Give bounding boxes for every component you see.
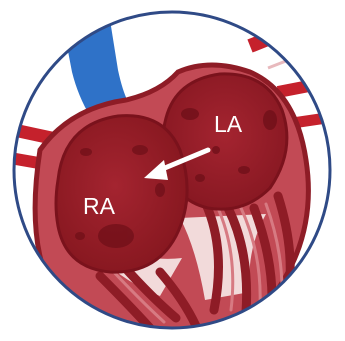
- left-atrium-label: LA: [214, 111, 243, 137]
- vein-branch: [30, 40, 60, 56]
- right-atrium-chamber: [56, 116, 187, 272]
- right-atrium-label: RA: [83, 193, 116, 219]
